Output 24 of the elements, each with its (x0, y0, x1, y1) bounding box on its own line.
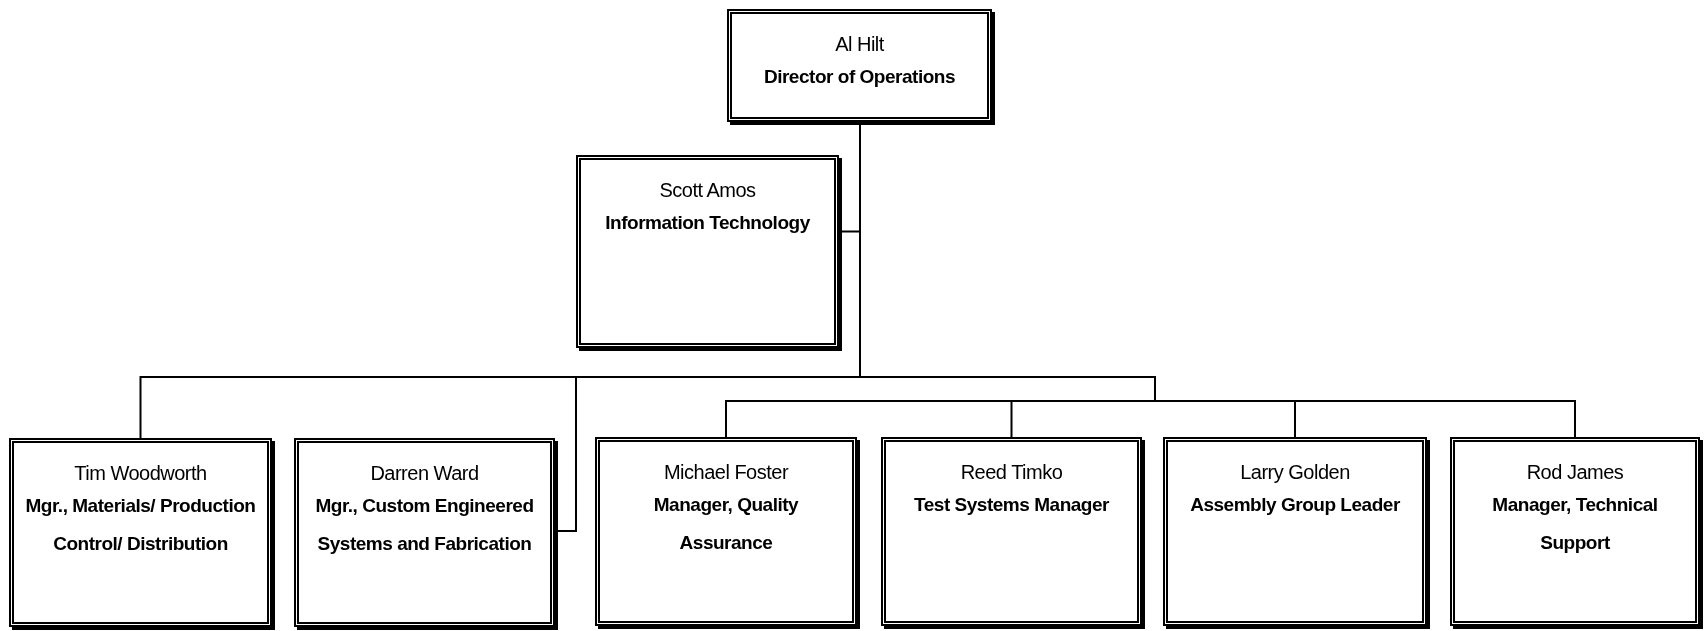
job-title: Manager, Technical Support (1491, 493, 1659, 555)
job-title: Information Technology (605, 211, 810, 235)
org-box (595, 437, 857, 626)
org-box (727, 9, 992, 122)
person-name: Al Hilt (835, 32, 884, 57)
person-name: Scott Amos (659, 178, 756, 203)
person-name: Darren Ward (370, 461, 479, 486)
job-title: Director of Operations (763, 65, 956, 89)
person-name: Michael Foster (663, 460, 789, 485)
job-title: Assembly Group Leader (1190, 493, 1400, 517)
org-box (294, 438, 555, 627)
org-box (1163, 437, 1427, 626)
job-title: Mgr., Materials/ Production Control/ Distribution (24, 494, 257, 556)
job-title: Mgr., Custom Engineered Systems and Fabrication (314, 494, 535, 556)
org-box (1450, 437, 1700, 626)
job-title: Manager, Quality Assurance (652, 493, 800, 555)
org-box (9, 438, 272, 627)
job-title: Test Systems Manager (914, 493, 1109, 517)
person-name: Rod James (1526, 460, 1624, 485)
person-name: Reed Timko (960, 460, 1063, 485)
person-name: Larry Golden (1240, 460, 1350, 485)
org-box (881, 437, 1142, 626)
org-box (576, 155, 839, 348)
person-name: Tim Woodworth (74, 461, 207, 486)
